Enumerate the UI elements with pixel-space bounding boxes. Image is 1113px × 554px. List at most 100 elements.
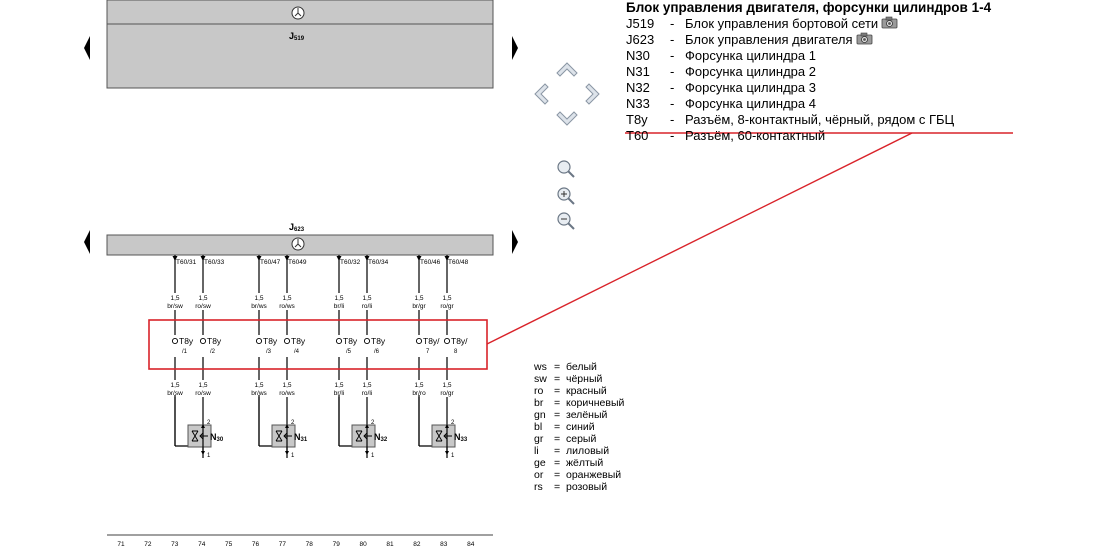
color-code: ge <box>534 457 546 469</box>
pin-arrow-icon <box>444 256 450 261</box>
injector-return-wire <box>339 445 368 458</box>
next-page-arrow-lower-icon[interactable] <box>512 230 518 254</box>
wire-size-label: 1,5 <box>170 382 179 389</box>
wire-size-label: 1,5 <box>198 382 207 389</box>
injector-valve-icon <box>275 430 283 442</box>
wire-size-label: 1,5 <box>362 382 371 389</box>
wire-color-label: ro/sw <box>195 390 211 397</box>
color-code: sw <box>534 373 547 385</box>
camera-icon[interactable] <box>856 32 873 45</box>
legend-dash: - <box>670 48 675 63</box>
color-name: чёрный <box>566 373 603 385</box>
label-bg <box>247 388 271 397</box>
legend-item: N33-Форсунка цилиндра 4 <box>626 96 1106 112</box>
nav-left-arrow-icon[interactable] <box>534 83 549 105</box>
label-bg <box>435 293 459 302</box>
color-code: or <box>534 469 544 481</box>
prev-page-arrow-icon[interactable] <box>84 36 90 60</box>
nav-down-arrow-icon[interactable] <box>556 111 578 126</box>
t8y-connector-pin[interactable]: T8y/4 <box>282 335 306 357</box>
t8y-connector-pin[interactable]: T8y/8 <box>442 335 468 357</box>
injector-label: N32 <box>374 432 388 443</box>
j519-ground-icon <box>291 6 305 20</box>
ruler-number: 73 <box>171 541 179 548</box>
label-bg <box>163 293 187 302</box>
wire-color-label: ro/gr <box>440 303 454 310</box>
t8y-connector-pin[interactable]: T8y/5 <box>334 335 358 357</box>
t8y-connector-pin[interactable]: T8y/6 <box>362 335 386 357</box>
color-code: bl <box>534 421 543 433</box>
label-bg <box>275 380 299 389</box>
connector-sub-label: 7 <box>426 349 430 355</box>
pin-arrow-icon <box>201 451 205 455</box>
wire-color-label: ro/li <box>362 303 372 310</box>
color-name: синий <box>566 421 595 433</box>
j519-control-unit[interactable]: J519 <box>106 0 494 89</box>
zoom-fit-icon[interactable] <box>557 160 575 178</box>
camera-icon[interactable] <box>881 16 898 29</box>
zoom-in-icon[interactable] <box>557 187 575 205</box>
color-item: gr=серый <box>534 433 624 445</box>
pin-arrow-icon <box>285 451 289 455</box>
connector-pin-icon <box>199 337 207 345</box>
nav-up-arrow-icon[interactable] <box>556 62 578 77</box>
zoom-out-icon[interactable] <box>557 212 575 230</box>
color-name: красный <box>566 385 607 397</box>
t8y-connector-pin[interactable]: T8y/1 <box>170 335 194 357</box>
injector-arrow-icon <box>199 432 208 440</box>
color-item: rs=розовый <box>534 481 624 493</box>
legend-dash: - <box>670 128 675 143</box>
next-page-arrow-icon[interactable] <box>512 36 518 60</box>
legend-dash: - <box>670 32 675 47</box>
legend-title: Блок управления двигателя, форсунки цили… <box>626 0 992 15</box>
pin-arrow-icon <box>445 451 449 455</box>
t8y-connector-pin[interactable]: T8y/2 <box>198 335 222 357</box>
injector-pin-bottom: 1 <box>207 453 211 459</box>
component-legend: Блок управления двигателя, форсунки цили… <box>626 0 1106 144</box>
label-bg <box>327 380 351 389</box>
label-bg <box>191 388 215 397</box>
label-bg <box>163 301 187 310</box>
wire-color-label: br/li <box>334 390 344 397</box>
prev-page-arrow-lower-icon[interactable] <box>84 230 90 254</box>
color-name: оранжевый <box>566 469 622 481</box>
t8y-connector-pin[interactable]: T8y/7 <box>414 335 440 357</box>
pin-arrow-icon <box>336 256 342 261</box>
legend-text: Блок управления бортовой сети <box>685 16 879 31</box>
color-item: sw=чёрный <box>534 373 624 385</box>
connector-pin-icon <box>171 337 179 345</box>
color-code: gn <box>534 409 546 421</box>
pin-arrow-icon <box>285 424 289 428</box>
pin-arrow-icon <box>365 424 369 428</box>
nav-right-arrow-icon[interactable] <box>585 83 600 105</box>
injector-arrow-icon <box>443 432 452 440</box>
injector-pin-top: 2 <box>291 420 295 426</box>
label-bg <box>327 388 351 397</box>
wire-size-label: 1,5 <box>170 295 179 302</box>
ruler-number: 71 <box>117 541 125 548</box>
ruler-number: 72 <box>144 541 152 548</box>
color-eq: = <box>554 409 561 421</box>
j623-control-unit[interactable] <box>106 234 494 256</box>
color-name: коричневый <box>566 397 625 409</box>
navigation-pad <box>534 62 600 126</box>
ecu-pin-label: T60/32 <box>340 259 361 266</box>
ruler-number: 83 <box>440 541 448 548</box>
t8y-connector-pin[interactable]: T8y/3 <box>254 335 278 357</box>
wire-color-label: br/ws <box>251 303 267 310</box>
label-bg <box>435 388 459 397</box>
label-bg <box>247 293 271 302</box>
label-bg <box>435 301 459 310</box>
